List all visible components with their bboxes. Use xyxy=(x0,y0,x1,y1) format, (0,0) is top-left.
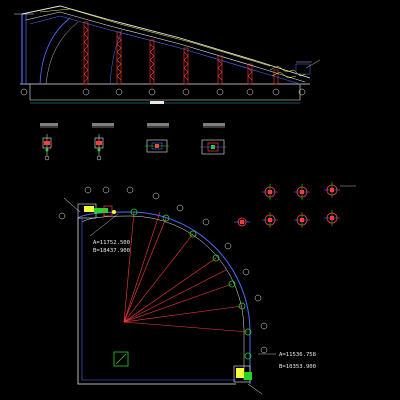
detail-3 xyxy=(145,123,169,153)
coord-b-upper: B=18437.900 xyxy=(93,248,130,254)
radial-members xyxy=(123,211,249,333)
detail-4 xyxy=(200,123,226,155)
plan-outline xyxy=(77,218,236,385)
arc-nodes xyxy=(130,208,252,360)
connection-detail-2 xyxy=(294,184,310,200)
detail-1 xyxy=(40,123,58,161)
plan-axis-bubbles xyxy=(58,186,268,354)
connection-detail-4 xyxy=(234,217,250,227)
connection-detail-1 xyxy=(262,184,278,200)
coord-b-lower: B=10353.900 xyxy=(279,364,316,370)
plan-arc-outer xyxy=(77,211,251,384)
plan-arc-inner xyxy=(81,215,245,380)
anchor-detail-bottom xyxy=(233,365,263,395)
plan-view xyxy=(58,186,276,395)
facade-arch xyxy=(39,17,71,85)
anchor-detail-top xyxy=(63,197,116,219)
plan-marker xyxy=(113,351,129,367)
section-details xyxy=(40,123,226,161)
coord-a-upper: A=11752.500 xyxy=(93,240,130,246)
roof-bottom-chord xyxy=(25,11,306,83)
connection-detail-5 xyxy=(262,212,278,228)
connection-detail-3 xyxy=(324,182,356,198)
connection-detail-7 xyxy=(324,210,340,226)
lattice-columns xyxy=(83,21,279,85)
roof-top-chord xyxy=(21,5,311,79)
elevation-view xyxy=(14,5,321,104)
connection-details xyxy=(234,182,356,228)
axis-bubbles xyxy=(20,88,306,96)
coord-a-lower: A=11536.758 xyxy=(279,352,317,358)
connection-detail-6 xyxy=(294,212,310,228)
detail-2 xyxy=(92,123,114,161)
